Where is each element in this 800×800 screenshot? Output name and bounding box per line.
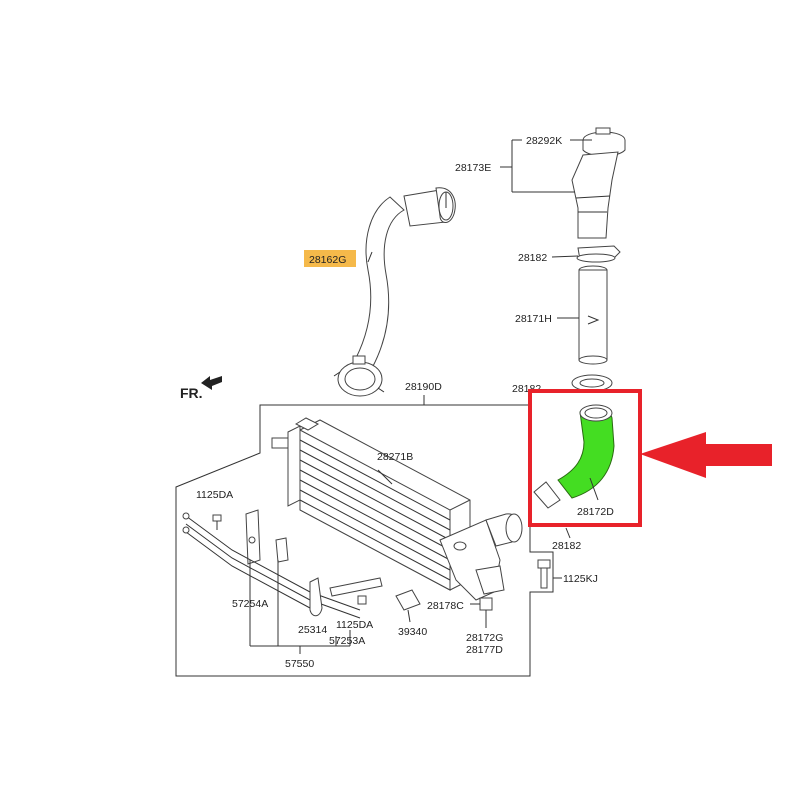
front-direction-indicator: FR.	[180, 376, 222, 401]
label-57254A: 57254A	[232, 598, 268, 610]
label-39340: 39340	[398, 626, 427, 638]
label-57550: 57550	[285, 658, 314, 670]
lower-fitting	[479, 597, 493, 628]
leaders-line-assembly	[249, 560, 351, 654]
label-1125DA-mid: 1125DA	[336, 619, 373, 631]
lower-hose-clamp	[333, 355, 385, 397]
label-28162G: 28162G	[309, 254, 346, 266]
label-28173E: 28173E	[455, 162, 491, 174]
label-28271B: 28271B	[377, 451, 413, 463]
upper-intake-hose	[355, 187, 456, 369]
sensor-part	[395, 589, 421, 623]
label-1125DA-left: 1125DA	[196, 489, 233, 501]
intercooler-group-box	[175, 404, 554, 677]
top-cap-clamp	[582, 127, 626, 157]
front-label: FR.	[180, 385, 203, 401]
bracket-28173E	[500, 139, 575, 193]
mid-clamp	[576, 245, 621, 263]
label-25314: 25314	[298, 624, 327, 636]
label-28190D: 28190D	[405, 381, 442, 393]
highlighted-hose	[533, 404, 615, 509]
front-arrow-icon	[201, 376, 222, 390]
leader-28172D	[589, 477, 599, 501]
mid-fitting	[309, 577, 383, 617]
intercooler-core	[271, 417, 471, 591]
label-28182-lower: 28182	[552, 540, 581, 552]
leader-28182-lower	[565, 527, 571, 539]
straight-pipe	[578, 265, 608, 365]
line-assembly	[182, 512, 361, 619]
left-bolt	[212, 514, 222, 530]
label-28292K: 28292K	[526, 135, 562, 147]
leader-28271B	[377, 469, 393, 485]
left-bracket	[245, 509, 261, 565]
label-28178C: 28178C	[427, 600, 464, 612]
callout-arrow-icon	[640, 432, 772, 478]
highlight-label-bg	[304, 250, 356, 267]
label-28177D: 28177D	[466, 644, 503, 656]
elbow-pipe	[571, 151, 619, 239]
label-28171H: 28171H	[515, 313, 552, 325]
label-28172G: 28172G	[466, 632, 503, 644]
label-28172D: 28172D	[577, 506, 614, 518]
partial-clamp	[571, 374, 613, 392]
label-57253A: 57253A	[329, 635, 365, 647]
label-28182-mid: 28182	[518, 252, 547, 264]
highlight-callout-box	[528, 389, 642, 527]
right-bolt	[537, 559, 551, 589]
grommet-part	[275, 537, 289, 563]
outlet-tank	[439, 513, 523, 601]
leader-28182-mid	[551, 255, 579, 258]
label-1125KJ: 1125KJ	[563, 573, 598, 585]
leader-28162G	[367, 251, 373, 263]
